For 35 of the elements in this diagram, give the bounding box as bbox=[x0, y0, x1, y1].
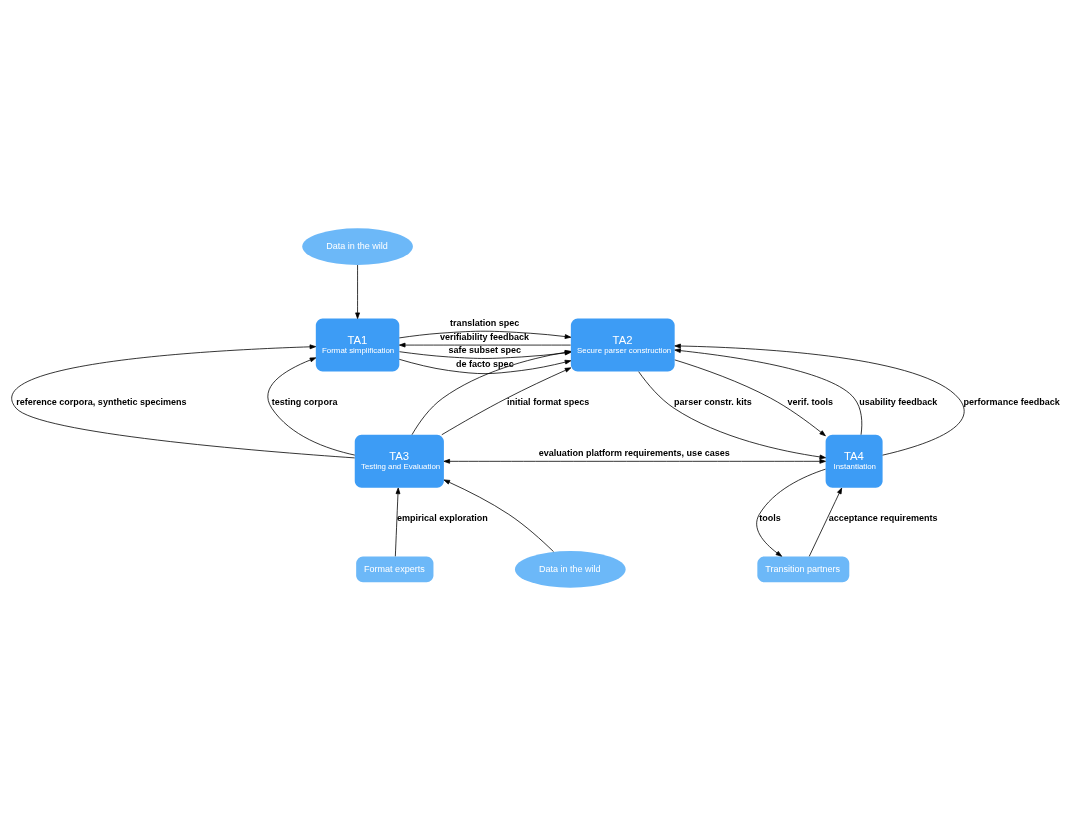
arrow bbox=[674, 359, 826, 436]
edge-label: parser constr. kits bbox=[674, 396, 752, 407]
arrow bbox=[808, 487, 843, 557]
arrow bbox=[398, 330, 572, 339]
edge-label: de facto spec bbox=[456, 358, 514, 369]
arrow bbox=[638, 370, 826, 459]
arrow bbox=[398, 358, 572, 374]
edge-label: testing corpora bbox=[271, 396, 338, 407]
arrow bbox=[756, 468, 826, 557]
edge-label: acceptance requirements bbox=[828, 512, 938, 523]
edge-label: reference corpora, synthetic specimens bbox=[16, 396, 187, 407]
node-box: Transition partners bbox=[757, 555, 850, 582]
edge-label: verif. tools bbox=[787, 396, 834, 407]
arrow bbox=[355, 264, 360, 319]
arrow bbox=[267, 356, 356, 455]
arrow bbox=[674, 347, 863, 435]
arrow bbox=[674, 343, 965, 456]
edge-label: evaluation platform requirements, use cases bbox=[538, 447, 730, 458]
arrow bbox=[443, 479, 554, 552]
node-box: Format experts bbox=[356, 555, 434, 582]
arrow bbox=[399, 342, 572, 347]
arrow bbox=[394, 487, 401, 557]
edge-label: initial format specs bbox=[507, 396, 590, 407]
edge-label: translation spec bbox=[450, 317, 520, 328]
arrow bbox=[11, 343, 355, 458]
edge-label: tools bbox=[759, 512, 781, 523]
node-ellipse: Data in the wild bbox=[302, 227, 413, 265]
edge-label: empirical exploration bbox=[397, 512, 488, 523]
edge-label: performance feedback bbox=[963, 396, 1060, 407]
edge-label: usability feedback bbox=[859, 396, 938, 407]
node-ellipse: Data in the wild bbox=[514, 550, 626, 588]
edge-label: verifiability feedback bbox=[439, 331, 530, 342]
arrow bbox=[443, 458, 826, 464]
arrow bbox=[441, 366, 572, 435]
edge-label: safe subset spec bbox=[448, 344, 522, 355]
